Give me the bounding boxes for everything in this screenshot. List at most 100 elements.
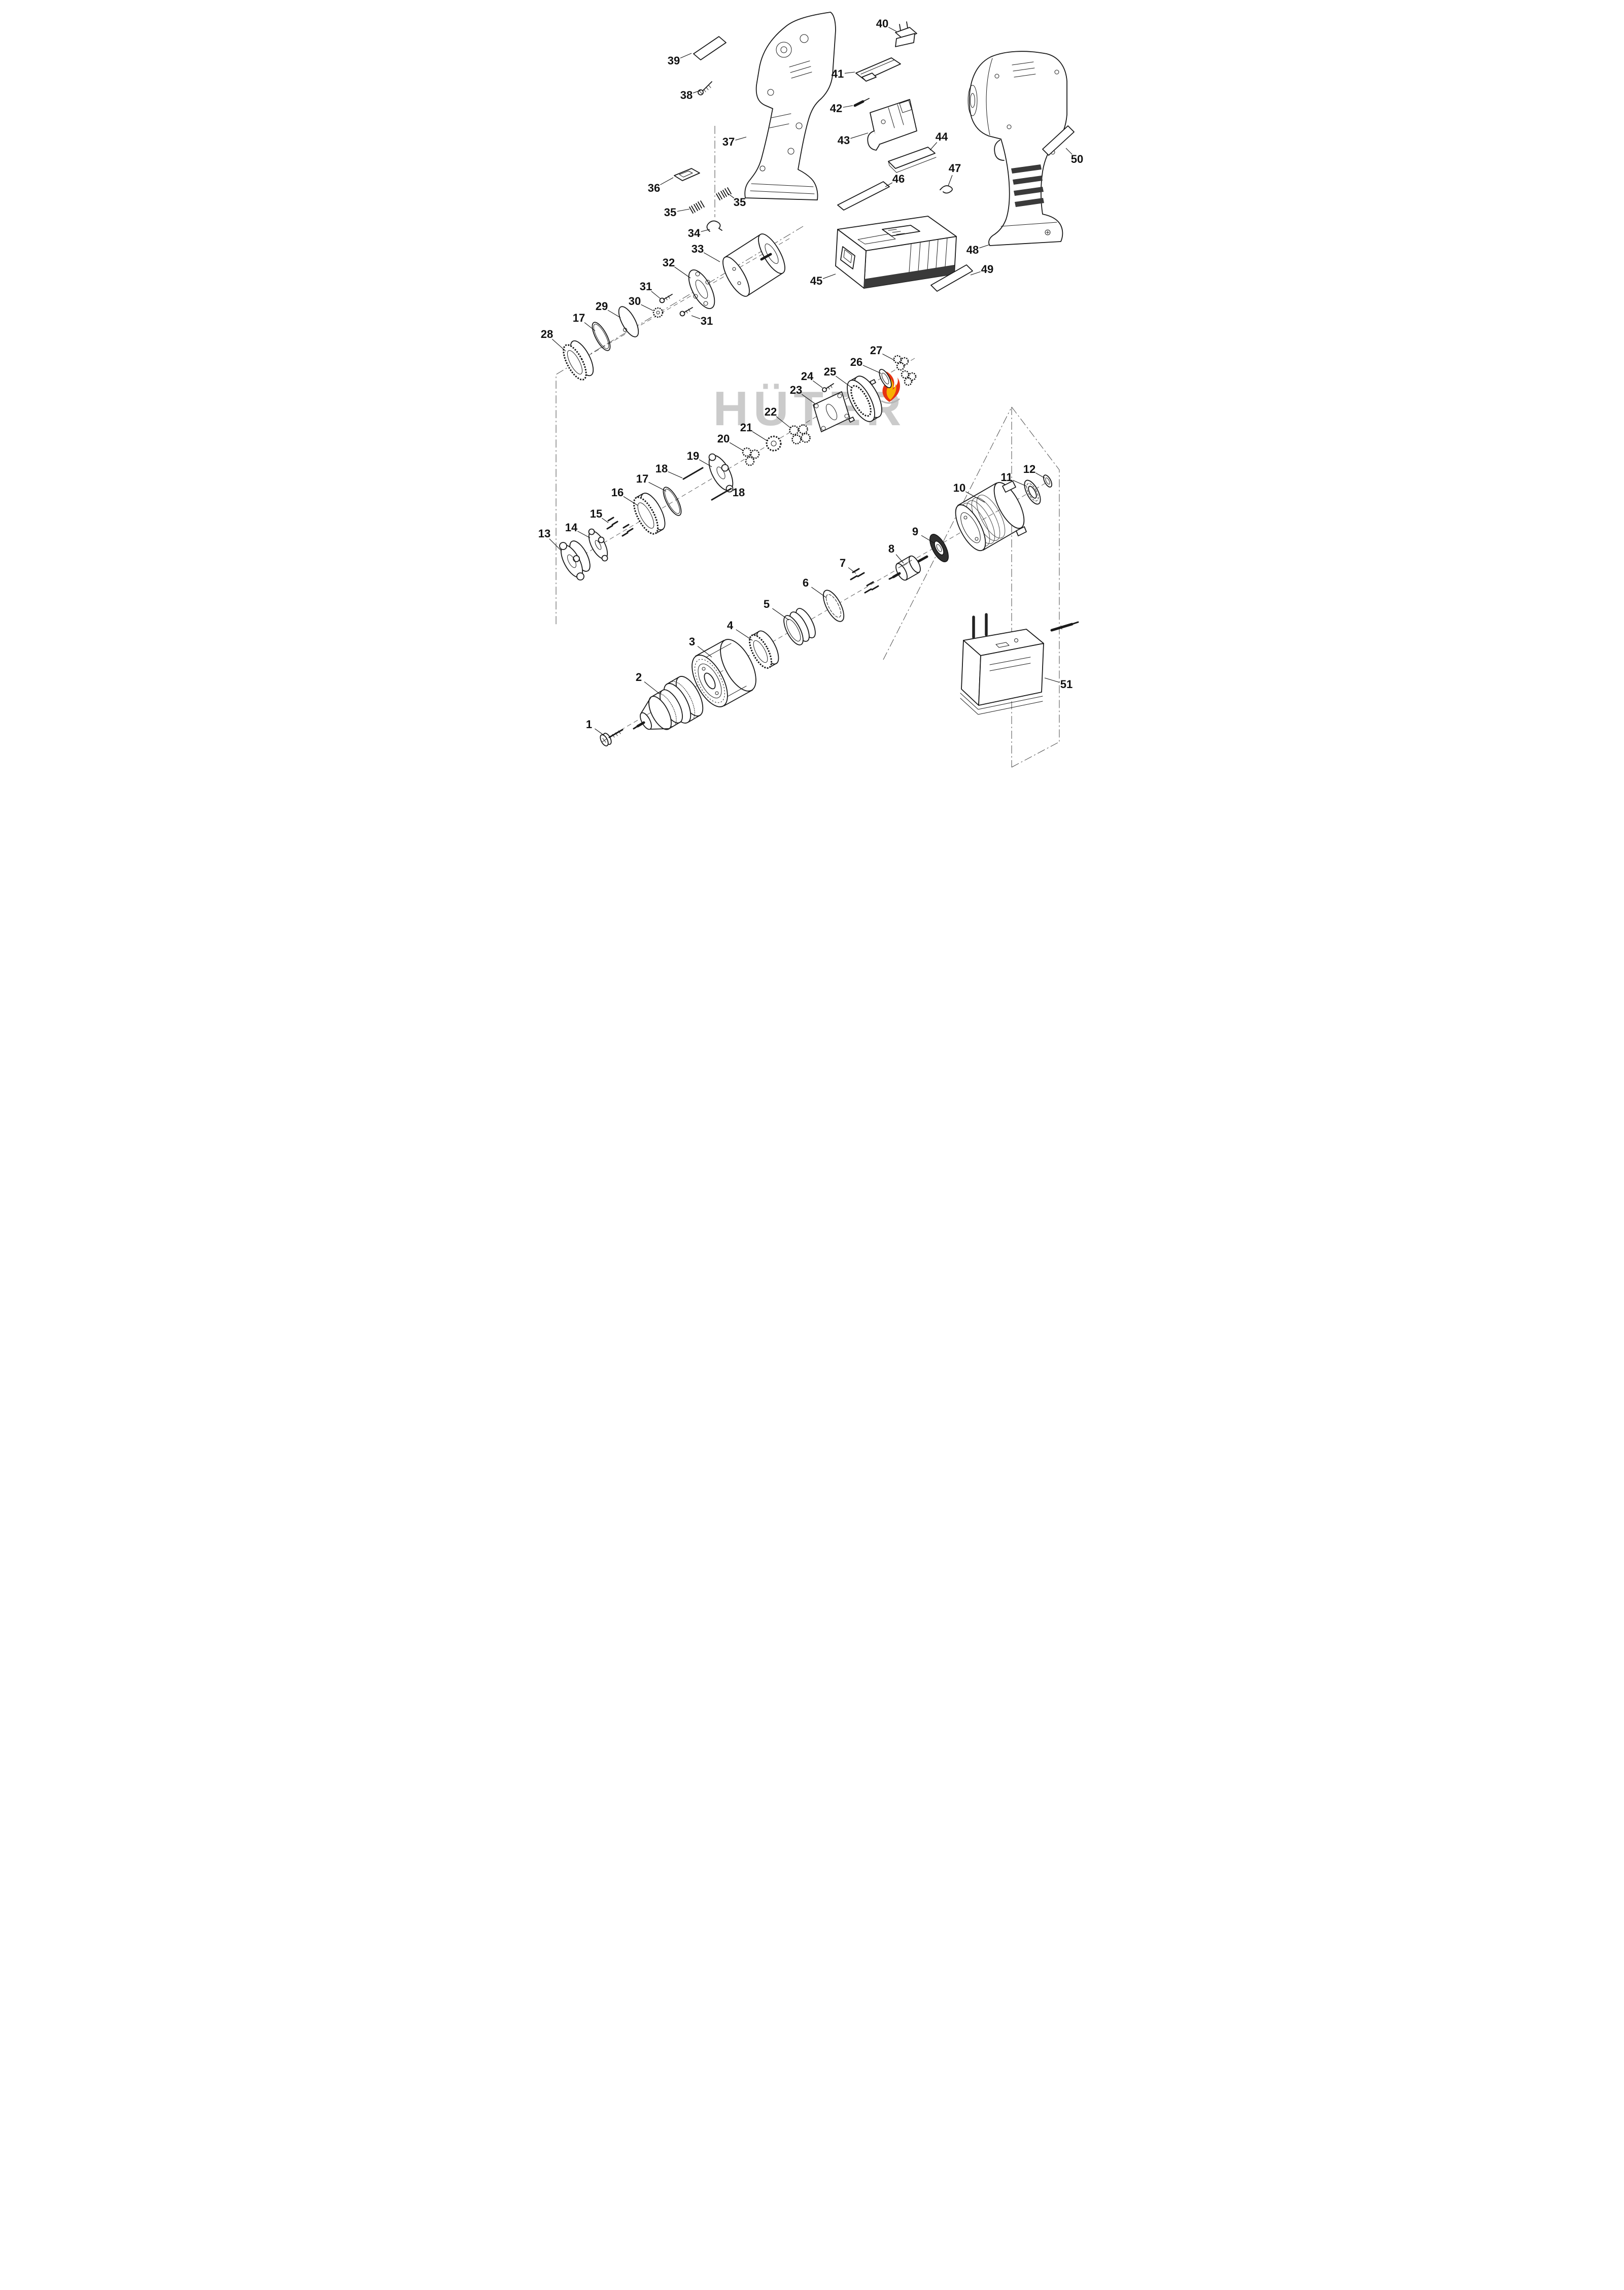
part-number-label: 38: [680, 89, 692, 101]
part-number-label: 17: [572, 312, 584, 324]
leader-line: [776, 416, 791, 429]
part-number-label: 11: [1000, 471, 1012, 484]
end-plate-29: [618, 306, 639, 337]
leader-line: [921, 535, 934, 543]
part-number-label: 34: [687, 227, 700, 240]
part-number-label: 33: [691, 243, 703, 255]
leader-line: [801, 394, 815, 404]
planet-gear-cluster-20: [742, 447, 759, 466]
leader-line: [822, 274, 836, 279]
part-number-label: 50: [1070, 153, 1083, 165]
leader-line: [970, 271, 981, 276]
part-number-label: 3: [688, 635, 695, 648]
part-number-label: 46: [892, 173, 904, 185]
sticker-49: [930, 264, 973, 292]
ring-gear-16: [633, 492, 665, 535]
part-number-label: 30: [628, 295, 640, 307]
leader-line: [601, 518, 608, 523]
part-number-label: 22: [764, 405, 776, 418]
leader-line: [703, 252, 720, 262]
leader-line: [700, 229, 710, 232]
part-number-label: 1: [585, 718, 592, 731]
planet-gear-cluster-22: [788, 424, 811, 445]
leader-line: [929, 142, 937, 151]
leader-line: [979, 244, 990, 249]
part-number-label: 41: [831, 67, 843, 80]
part-number-label: 16: [611, 486, 623, 499]
housing-left-half: [744, 12, 836, 200]
part-number-label: 18: [732, 486, 744, 499]
part-number-label: 39: [667, 54, 679, 67]
washer-26: [878, 369, 892, 388]
leader-line: [752, 431, 767, 441]
screw-24: [821, 383, 834, 392]
part-number-label: 17: [636, 472, 648, 485]
leader-line: [677, 209, 689, 212]
leader-line: [691, 315, 700, 319]
part-number-label: 43: [837, 134, 849, 147]
part-number-label: 35: [664, 206, 676, 219]
cam-carrier-13: [559, 540, 591, 580]
o-ring-17-upper: [592, 322, 610, 351]
cover-plate-41: [855, 57, 901, 82]
part-number-label: 21: [740, 421, 752, 434]
part-number-label: 19: [686, 450, 699, 462]
leader-line: [644, 681, 660, 695]
screw-1: [599, 729, 623, 746]
leader-line: [835, 375, 852, 388]
part-number-label: 24: [801, 370, 813, 383]
leader-line: [843, 105, 853, 108]
part-number-label: 10: [953, 482, 965, 494]
charger-51: [960, 613, 1044, 715]
leader-line: [594, 728, 603, 735]
planet-gears-27: [893, 355, 916, 386]
leader-line: [607, 310, 620, 318]
part-number-label: 8: [888, 542, 894, 555]
gearbox-housing-10: [955, 481, 1027, 552]
leader-line: [1035, 472, 1045, 478]
part-number-label: 25: [823, 365, 836, 378]
leader-line: [888, 27, 896, 32]
leader-line: [648, 482, 666, 492]
bearing-11: [1024, 480, 1041, 505]
leader-line: [699, 459, 712, 467]
leader-line: [947, 175, 953, 186]
leader-line: [885, 182, 892, 187]
part-number-label: 26: [850, 356, 862, 368]
part-number-label: 31: [639, 280, 651, 293]
sticker-50: [1042, 125, 1075, 156]
part-number-label: 40: [876, 17, 888, 30]
part-number-label: 12: [1023, 463, 1035, 475]
motor-33: [722, 233, 785, 297]
sun-gear-21: [766, 435, 781, 452]
part-number-label: 29: [595, 300, 607, 313]
part-number-label: 4: [727, 619, 733, 632]
screw-31-lower: [679, 307, 693, 317]
part-number-label: 13: [538, 527, 550, 540]
leader-line: [551, 338, 566, 352]
leader-line: [844, 72, 855, 74]
leader-line: [1065, 148, 1072, 155]
leader-line: [584, 322, 595, 331]
leader-line: [660, 177, 673, 185]
screw-38: [697, 81, 712, 95]
contact-pin-42: [853, 98, 870, 107]
boundary-lines: [556, 126, 1059, 768]
part-number-label: 32: [662, 256, 674, 269]
part-number-label: 28: [540, 328, 552, 340]
screw-31-upper: [659, 294, 673, 303]
leader-line: [1013, 480, 1026, 487]
spring-35-right: [715, 187, 732, 200]
part-number-label: 48: [966, 244, 978, 256]
part-number-label: 7: [839, 557, 845, 569]
leader-line: [850, 132, 868, 139]
bit-holder-40: [894, 21, 917, 47]
exploded-parts-page: HÜTER: [533, 0, 1091, 787]
leader-line: [735, 629, 752, 641]
leader-line: [727, 192, 734, 198]
o-ring-17-lower: [663, 487, 681, 516]
part-number-label: 36: [647, 182, 660, 194]
wire-clip-34: [706, 220, 722, 232]
leader-line: [848, 567, 856, 574]
